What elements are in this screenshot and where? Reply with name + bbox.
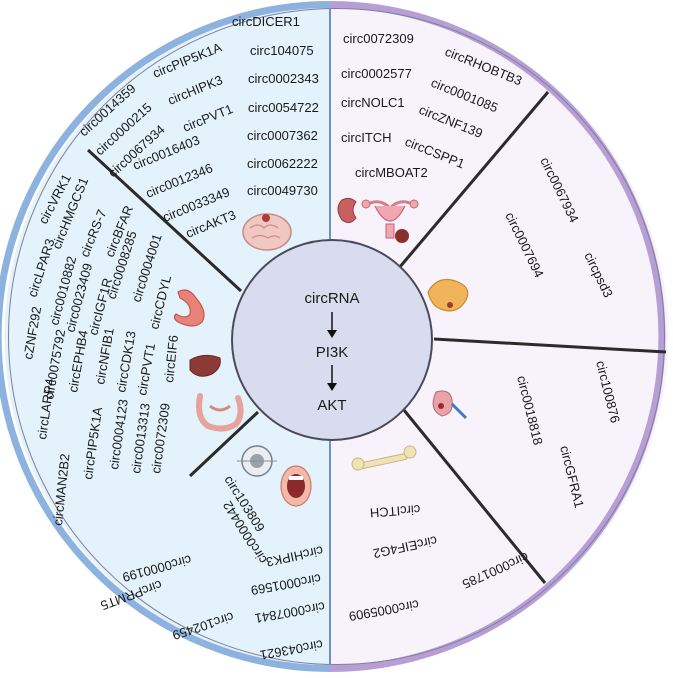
intestine-icon	[196, 393, 244, 432]
divider-upper-left	[86, 148, 243, 293]
right-rim	[329, 1, 666, 672]
sector-dividers	[86, 91, 667, 584]
center-pi3k: PI3K	[316, 344, 349, 361]
center-circle	[231, 239, 433, 441]
center-circrna: circRNA	[305, 290, 360, 307]
brain-icon	[242, 213, 292, 251]
divider-lower-right	[397, 403, 547, 584]
arrow-2-head	[327, 383, 337, 391]
uterus-icon	[361, 199, 419, 243]
rim-inner-line	[8, 8, 665, 665]
liver-icon	[189, 354, 221, 377]
center-akt: AKT	[317, 397, 346, 414]
list-item: circ0002343	[248, 71, 319, 86]
list-item: circ0007362	[247, 128, 318, 143]
kidney-icon	[337, 197, 357, 224]
list-item: circ0049730	[247, 183, 318, 198]
list-item: circ0062222	[247, 156, 318, 171]
pancreas-icon	[427, 279, 469, 312]
lung-icon	[432, 390, 468, 420]
list-item: circEIF6	[161, 334, 181, 383]
list-item: circNOLC1	[341, 95, 405, 110]
arrow-1-head	[327, 330, 337, 338]
list-item: circ104075	[250, 43, 314, 58]
femur-icon	[351, 445, 417, 471]
left-rim	[0, 1, 331, 672]
list-item: circMBOAT2	[355, 165, 428, 180]
list-item: circITCH	[369, 502, 420, 520]
divider-upper-right	[397, 91, 550, 269]
list-item: circ0072309	[343, 31, 414, 46]
divider-right	[433, 337, 667, 354]
divider-lower-left	[188, 410, 260, 478]
list-item: circ0002577	[341, 66, 412, 81]
list-item: circ0054722	[248, 100, 319, 115]
list-item: circITCH	[341, 130, 392, 145]
center-pathway: circRNA PI3K AKT	[231, 239, 433, 441]
bone-scan-icon	[237, 445, 277, 477]
list-item: circDICER1	[232, 14, 300, 29]
stomach-icon	[173, 289, 205, 327]
mouth-icon	[280, 465, 312, 507]
